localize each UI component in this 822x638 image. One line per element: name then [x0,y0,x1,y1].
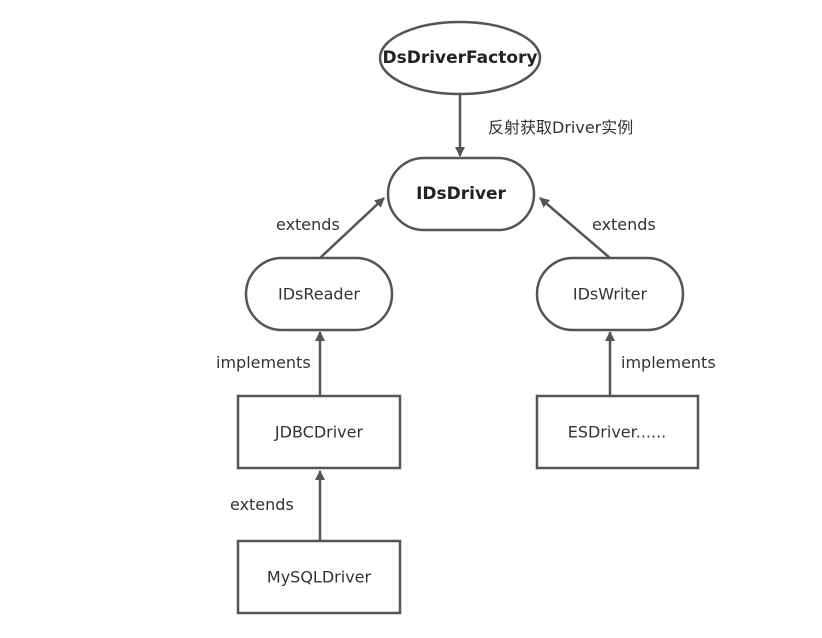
node-label-idsdriver: IDsDriver [416,184,506,204]
edge-line [319,197,385,259]
node-mysqldriver: MySQLDriver [236,539,402,615]
edge-label-extends-reader: extends [276,215,340,234]
rounded-rect-shape [535,256,685,332]
edge-factory-to-idsdriver: 反射获取Driver实例 [455,94,633,157]
node-label-idswriter: IDsWriter [573,285,648,304]
edge-label-extends-mysql: extends [230,495,294,514]
edge-mysql-to-jdbc: extends [230,470,325,540]
rect-shape [535,394,700,470]
node-label-mysqldriver: MySQLDriver [267,568,372,587]
node-label-dsdriverfactory: DsDriverFactory [383,48,538,68]
rect-shape [236,539,402,615]
node-esdriver: ESDriver...... [535,394,700,470]
edge-jdbc-to-reader: implements [216,331,325,395]
ellipse-shape [378,20,542,96]
node-label-idsreader: IDsReader [278,285,360,304]
rounded-rect-shape [386,156,536,232]
edge-label-implements-es: implements [621,353,716,372]
node-jdbcdriver: JDBCDriver [236,394,402,470]
edge-es-to-writer: implements [605,331,716,395]
edge-line [539,197,611,259]
edge-label-extends-writer: extends [592,215,656,234]
node-label-esdriver: ESDriver...... [568,423,667,442]
node-idsdriver: IDsDriver [386,156,536,232]
rect-shape [236,394,402,470]
edge-label-reflection: 反射获取Driver实例 [488,118,633,137]
edge-reader-to-idsdriver: extends [276,197,385,259]
edge-writer-to-idsdriver: extends [539,197,656,259]
edge-label-implements-jdbc: implements [216,353,311,372]
node-idswriter: IDsWriter [535,256,685,332]
rounded-rect-shape [244,256,394,332]
node-idsreader: IDsReader [244,256,394,332]
node-dsdriverfactory: DsDriverFactory [378,20,542,96]
node-label-jdbcdriver: JDBCDriver [274,423,364,442]
